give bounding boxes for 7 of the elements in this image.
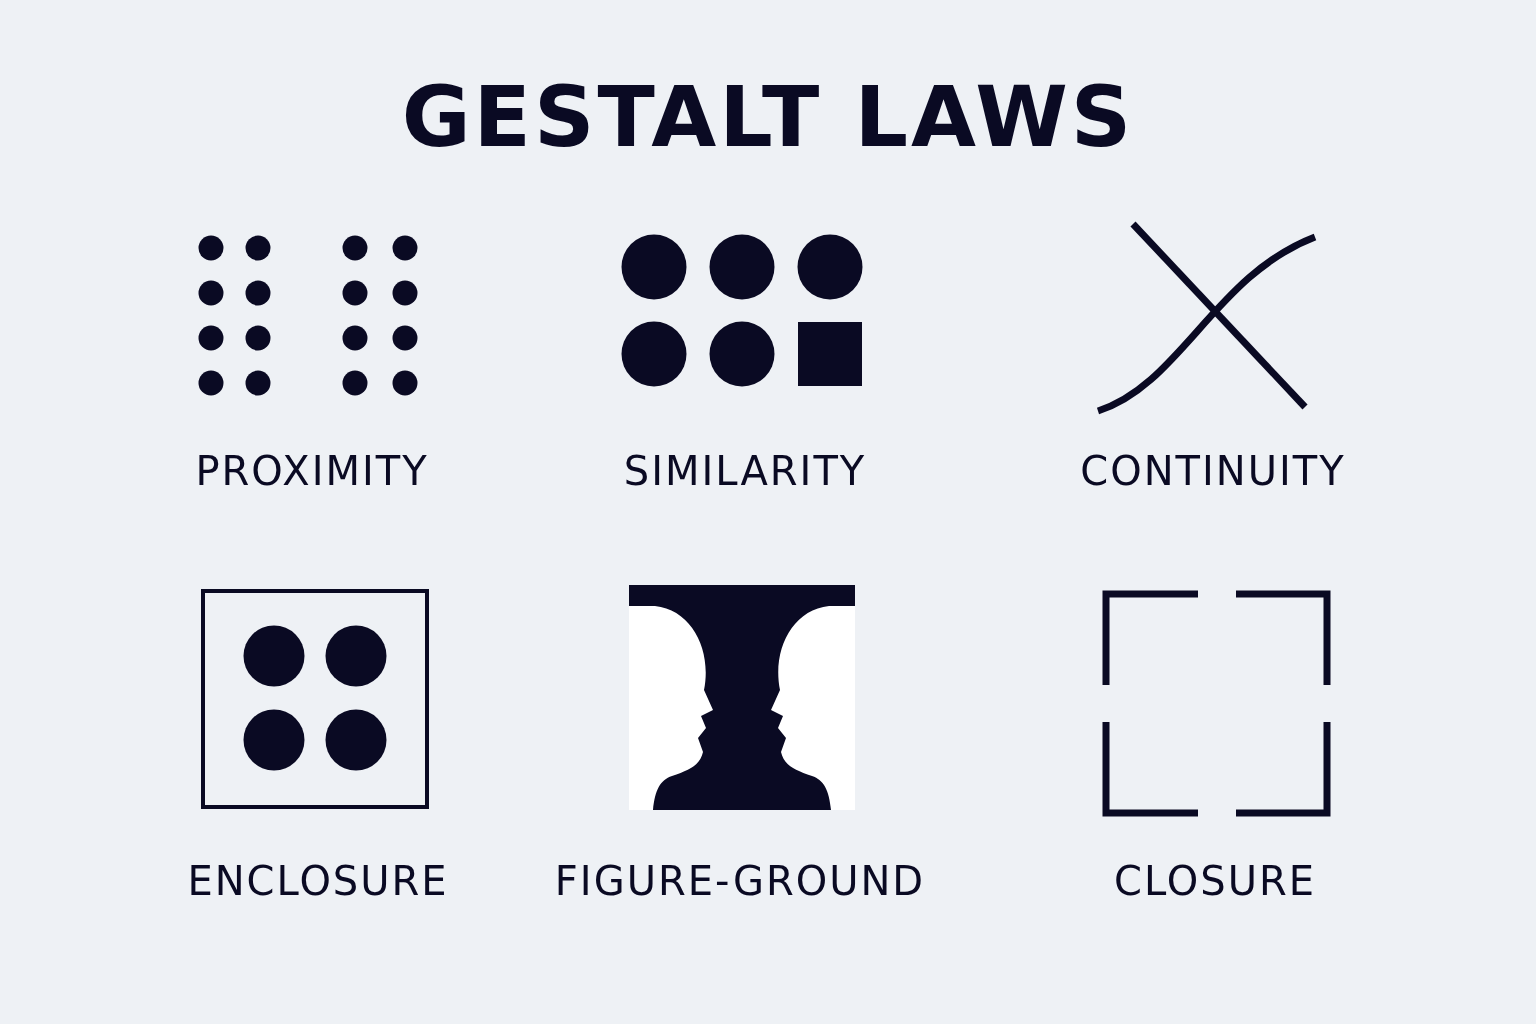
title: GESTALT LAWS [401,68,1135,166]
law-label: CONTINUITY [1080,448,1346,494]
law-label: PROXIMITY [195,448,429,494]
law-label: CLOSURE [1114,858,1316,904]
law-label: SIMILARITY [623,448,867,494]
law-label: ENCLOSURE [187,858,449,904]
law-label: FIGURE-GROUND [554,858,926,904]
